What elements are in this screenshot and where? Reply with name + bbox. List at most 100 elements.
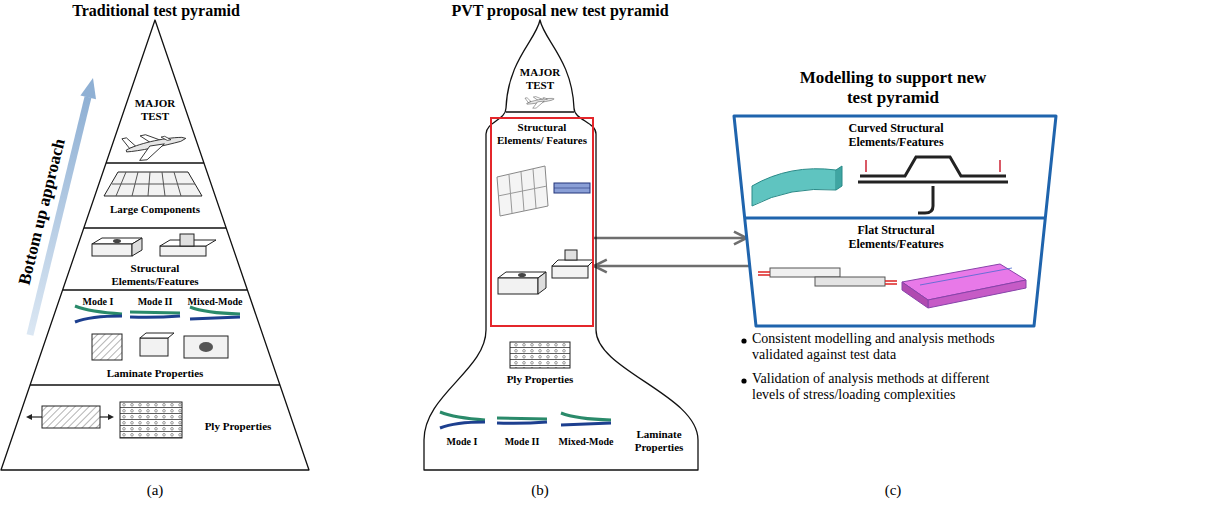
delamination-mode-specimens: [497, 422, 547, 423]
modelling-level: Curved Structural Elements/Features: [760, 119, 1032, 216]
laminate-model: [902, 264, 1026, 308]
bar-specimen: [554, 183, 590, 193]
omega-stiffener: [999, 160, 1001, 172]
level-label: Curved Structural Elements/Features: [826, 122, 966, 150]
lap-joint-specimen: [815, 277, 885, 286]
structural-specimens: [92, 244, 132, 256]
ply-specimens: [120, 402, 182, 438]
mode-label: Mixed-Mode: [184, 296, 246, 308]
laminate-specimens: [199, 342, 213, 352]
structural-specimens: [498, 278, 538, 294]
omega-stiffener: [860, 157, 1006, 176]
pyramid-level: Mode IMode IIMixed-ModeLaminate Properti…: [430, 398, 696, 468]
delamination-mode-specimens: [497, 418, 547, 419]
omega-stiffener: [858, 157, 1008, 213]
wing-rib-illustration: [498, 186, 547, 196]
delamination-mode-specimens: [190, 317, 240, 319]
panel-label: (c): [863, 482, 923, 499]
level-label: Structural Elements/Features: [100, 262, 210, 287]
ply-specimens: [26, 414, 32, 420]
level-label: Structural Elements/ Features: [493, 121, 591, 146]
level-label: Laminate Properties: [626, 428, 692, 453]
panel-label: (b): [510, 482, 570, 499]
delamination-mode-specimens: [130, 312, 180, 313]
laminate-model: [928, 280, 1026, 308]
large-component-panel: [104, 172, 202, 196]
delamination-mode-specimens: [440, 412, 485, 420]
delamination-mode-specimens: [130, 316, 180, 317]
connector-arrow: [594, 237, 747, 240]
axis-label: Bottom up approach: [14, 137, 69, 287]
lap-joint-specimen: [758, 268, 897, 286]
mode-label: Mode II: [130, 296, 180, 308]
omega-stiffener: [865, 160, 867, 172]
structural-specimens: [518, 273, 526, 277]
mode-label: Mode I: [74, 296, 122, 308]
mode-label: Mode II: [497, 436, 547, 448]
delamination-mode-specimens: [75, 306, 122, 314]
test-pyramid-outline: [1, 20, 309, 470]
lap-joint-specimen: [758, 271, 770, 273]
bar-specimen: [554, 188, 590, 189]
laminate-model: [902, 282, 928, 308]
structural-specimens: [538, 272, 546, 294]
ply-block: [510, 342, 570, 368]
panel-label: (a): [125, 482, 185, 499]
highlight-box: Structural Elements/ Features: [490, 117, 594, 327]
aircraft-illustration: [122, 126, 189, 164]
curved-panel: [752, 169, 836, 206]
delamination-mode-specimens: [190, 307, 240, 314]
laminate-specimens: [140, 333, 174, 338]
level-label: Laminate Properties: [80, 367, 230, 380]
structural-specimens: [498, 250, 594, 294]
structural-specimens: [160, 246, 206, 256]
structural-specimens: [565, 250, 577, 260]
lap-joint-specimen: [885, 283, 897, 285]
connector-arrow: [594, 265, 750, 268]
ply-specimens: [108, 414, 114, 420]
lap-joint-specimen: [885, 280, 897, 282]
bullet-note: Consistent modelling and analysis method…: [752, 331, 1000, 363]
pyramid-level: Mode I Mode II Mixed-ModeLaminate Properti…: [60, 293, 250, 383]
laminate-specimens: [92, 333, 228, 360]
bar-specimen: [554, 183, 590, 193]
test-pyramid: PVT proposal new test pyramidMAJOR TEST S…: [418, 0, 702, 474]
level-label: Large Components: [92, 203, 218, 216]
structural-specimens: [92, 234, 216, 256]
wing-rib-illustration: [497, 166, 548, 216]
mode-label: Mode I: [437, 436, 487, 448]
structural-specimens: [552, 260, 594, 266]
delamination-mode-specimens: [561, 423, 611, 425]
structural-specimens: [552, 266, 588, 278]
structural-specimens: [180, 234, 194, 246]
test-pyramid: Traditional test pyramidMAJOR TEST Large …: [0, 0, 312, 474]
ply-specimens: [26, 402, 182, 438]
level-label: Flat Structural Elements/Features: [826, 224, 966, 252]
aircraft-illustration: [122, 126, 189, 164]
test-pyramid-outline: [0, 0, 312, 474]
ply-block: [510, 342, 570, 368]
level-label: MAJOR TEST: [130, 97, 180, 122]
level-label: Ply Properties: [495, 373, 585, 386]
bottom-up-arrow: [80, 78, 96, 99]
panel-title: PVT proposal new test pyramid: [418, 2, 702, 20]
curved-panel: [836, 166, 842, 190]
bullet-note: Validation of analysis methods at differ…: [752, 371, 1000, 403]
modelling-level: Flat Structural Elements/Features: [765, 221, 1027, 321]
delamination-mode-specimens: [440, 422, 485, 428]
laminate-specimens: [140, 338, 168, 356]
level-label: Ply Properties: [192, 420, 284, 433]
level-label: MAJOR TEST: [512, 66, 568, 91]
aircraft-illustration: [525, 93, 555, 110]
modelling-box: Modelling to support new test pyramidCur…: [732, 66, 1058, 328]
ply-specimens: [42, 406, 100, 428]
curved-panel: [752, 166, 842, 206]
test-pyramid-outline: [424, 20, 698, 470]
pyramid-level: Ply Properties: [480, 338, 600, 393]
laminate-specimens: [92, 334, 122, 360]
pyramid-level: Structural Elements/Features: [96, 259, 214, 289]
delamination-mode-specimens: [561, 413, 611, 420]
omega-stiffener: [858, 181, 1008, 184]
panel-title: Traditional test pyramid: [0, 2, 312, 20]
bullet-dot: [741, 338, 746, 383]
